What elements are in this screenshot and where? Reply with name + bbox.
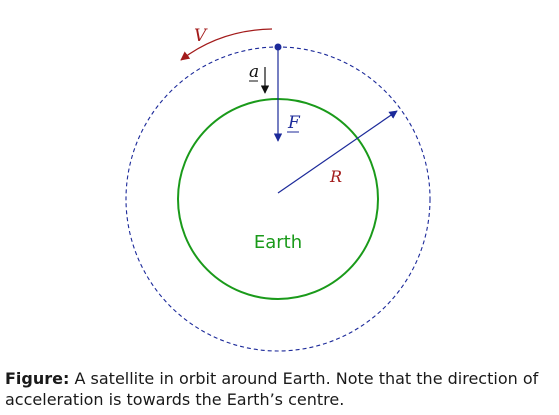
radius-arrow: [277, 110, 398, 194]
velocity-label: V: [194, 26, 208, 46]
velocity-arrow: [180, 28, 273, 61]
force-label: F: [287, 113, 301, 133]
figure-caption: Figure: A satellite in orbit around Eart…: [5, 368, 555, 410]
orbit-diagram: V a F R Earth: [125, 26, 431, 352]
earth-label: Earth: [254, 232, 302, 253]
radius-label: R: [329, 167, 342, 186]
orbit-diagram-svg: V a F R Earth: [125, 26, 431, 352]
caption-label: Figure:: [5, 369, 70, 388]
caption-text: A satellite in orbit around Earth. Note …: [5, 369, 539, 409]
satellite-dot: [274, 43, 282, 51]
acceleration-label: a: [249, 62, 259, 82]
